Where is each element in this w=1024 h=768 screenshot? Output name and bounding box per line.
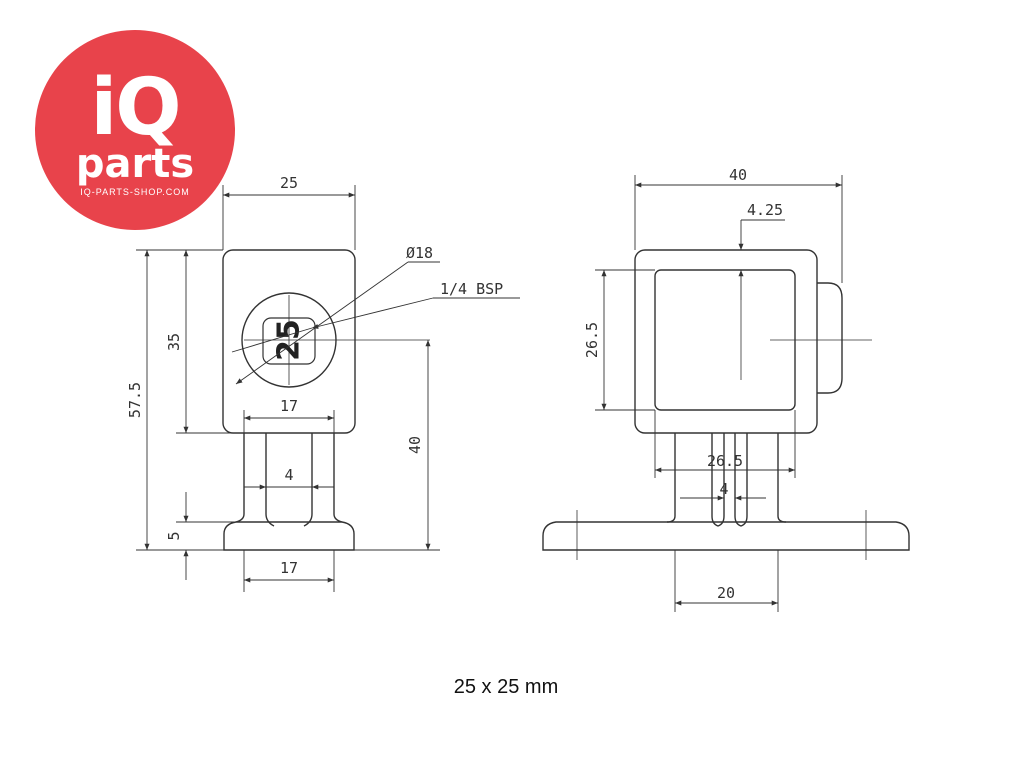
front-dimensions (136, 185, 520, 592)
front-stem-right-outer (333, 433, 343, 523)
front-base-outline (223, 521, 355, 551)
logo-domain: IQ-PARTS-SHOP.COM (80, 187, 190, 197)
side-base-plate (542, 521, 910, 551)
iq-parts-logo: iQ parts IQ-PARTS-SHOP.COM (35, 30, 235, 230)
side-boss-outline (817, 282, 843, 394)
front-total-height-label: 57.5 (126, 382, 144, 418)
front-stem-right-inner (303, 433, 313, 527)
front-base-width-label: 17 (280, 559, 298, 577)
front-stem-left-inner (265, 433, 275, 527)
side-width-label: 40 (729, 166, 747, 184)
logo-brand-iq: iQ (90, 63, 181, 153)
front-hole-diameter-label: Ø18 (406, 244, 433, 262)
side-base-width-label: 20 (717, 584, 735, 602)
side-stem-left-outer (666, 433, 676, 523)
front-width-label: 25 (280, 174, 298, 192)
front-body-height-label: 35 (165, 333, 183, 351)
front-center-height-label: 40 (406, 436, 424, 454)
front-stem-gap-label: 4 (284, 466, 293, 484)
side-stem-right-outer (777, 433, 787, 523)
side-wall-offset-label: 4.25 (747, 201, 783, 219)
front-thread-label: 1/4 BSP (440, 280, 503, 298)
front-stem-left-outer (235, 433, 245, 523)
side-stem-span-label: 26.5 (707, 452, 743, 470)
side-dimensions (595, 175, 843, 612)
side-inner-height-label: 26.5 (583, 322, 601, 358)
front-stem-width-label: 17 (280, 397, 298, 415)
front-stamp-text: 25 (272, 319, 307, 361)
front-base-thickness-label: 5 (165, 531, 183, 540)
logo-brand-parts: parts (75, 141, 195, 187)
size-caption: 25 x 25 mm (453, 676, 559, 698)
front-body-outline (222, 249, 356, 434)
side-view (542, 249, 910, 560)
side-body-outline (634, 249, 818, 434)
front-view (222, 249, 430, 551)
side-stem-gap-label: 4 (719, 480, 728, 498)
